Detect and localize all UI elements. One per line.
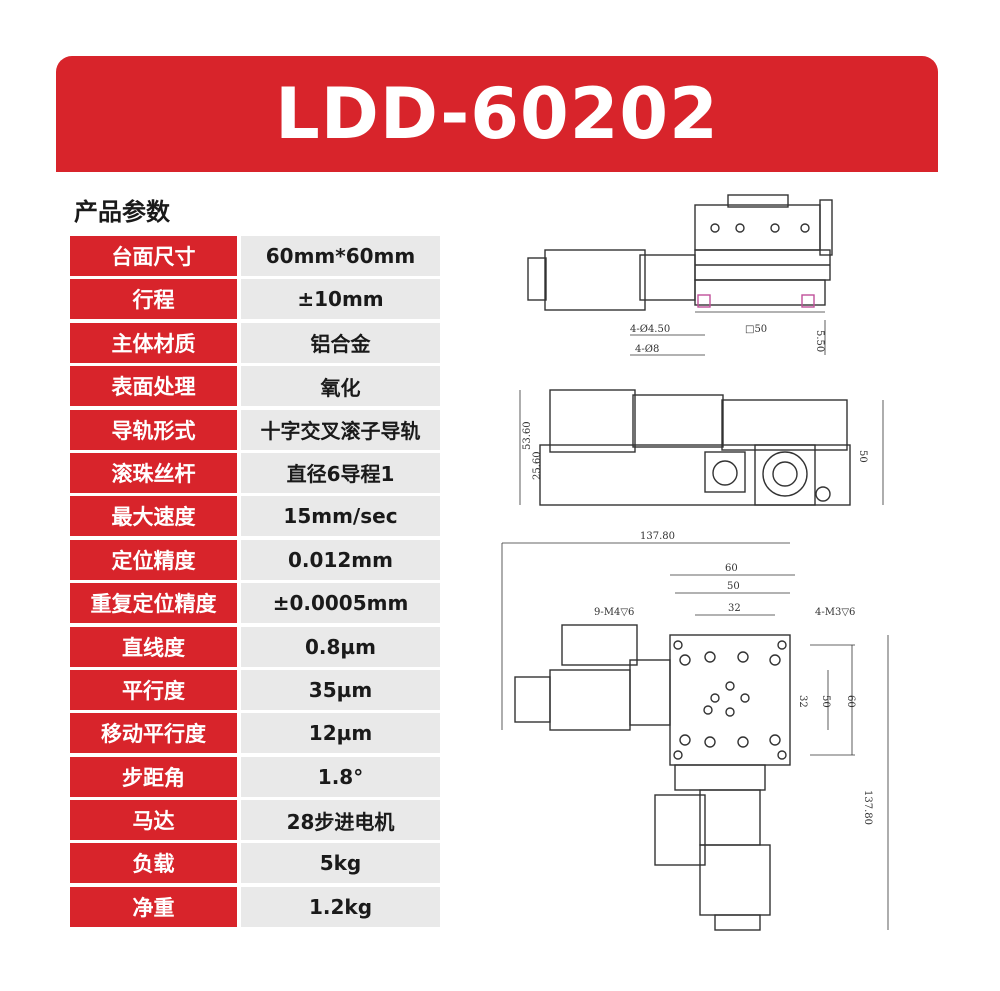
spec-label: 行程 bbox=[70, 279, 237, 320]
dim-vertical-137: 137.80 bbox=[862, 790, 873, 825]
dim-square-50: □50 bbox=[745, 324, 767, 335]
spec-label: 马达 bbox=[70, 800, 237, 841]
spec-label: 平行度 bbox=[70, 669, 237, 710]
dim-thread-4: 4-M3▽6 bbox=[815, 607, 855, 618]
dim-vertical-50: 50 bbox=[820, 695, 831, 708]
spec-value: 60mm*60mm bbox=[241, 236, 440, 276]
spec-label: 定位精度 bbox=[70, 539, 237, 580]
dim-height-25: 25.60 bbox=[532, 451, 543, 480]
spec-label: 净重 bbox=[70, 886, 237, 927]
technical-drawing: 4-Ø4.50 □50 4-Ø8 5.50 53.60 25.60 50 137… bbox=[490, 190, 970, 950]
spec-value: 十字交叉滚子导轨 bbox=[241, 409, 440, 450]
spec-label: 滚珠丝杆 bbox=[70, 452, 237, 493]
spec-row: 行程±10mm bbox=[70, 279, 440, 320]
spec-value: 35µm bbox=[241, 669, 440, 710]
spec-row: 主体材质铝合金 bbox=[70, 322, 440, 363]
spec-value: 0.8µm bbox=[241, 626, 440, 667]
spec-label: 负载 bbox=[70, 843, 237, 884]
dim-width-137: 137.80 bbox=[640, 531, 675, 542]
dim-thread-9: 9-M4▽6 bbox=[594, 607, 634, 618]
dimension-labels: 4-Ø4.50 □50 4-Ø8 5.50 53.60 25.60 50 137… bbox=[522, 324, 873, 825]
dim-height-53: 53.60 bbox=[522, 421, 533, 450]
spec-value: 15mm/sec bbox=[241, 496, 440, 537]
spec-label: 移动平行度 bbox=[70, 713, 237, 754]
spec-value: 氧化 bbox=[241, 366, 440, 407]
spec-value: 1.8° bbox=[241, 756, 440, 797]
spec-label: 表面处理 bbox=[70, 366, 237, 407]
spec-label: 导轨形式 bbox=[70, 409, 237, 450]
dim-vertical-60: 60 bbox=[845, 695, 856, 708]
dim-width-60: 60 bbox=[725, 563, 738, 574]
spec-label: 主体材质 bbox=[70, 322, 237, 363]
spec-value: 12µm bbox=[241, 713, 440, 754]
spec-value: 28步进电机 bbox=[241, 800, 440, 841]
product-model-title: LDD-60202 bbox=[275, 73, 719, 155]
spec-value: 5kg bbox=[241, 843, 440, 884]
spec-label: 最大速度 bbox=[70, 496, 237, 537]
section-title: 产品参数 bbox=[74, 198, 170, 226]
dim-holes-b: 4-Ø8 bbox=[635, 344, 659, 355]
dim-width-32: 32 bbox=[728, 603, 741, 614]
spec-value: 0.012mm bbox=[241, 539, 440, 580]
spec-label: 直线度 bbox=[70, 626, 237, 667]
side-view-top bbox=[527, 194, 833, 356]
spec-row: 表面处理氧化 bbox=[70, 366, 440, 407]
spec-row: 重复定位精度±0.0005mm bbox=[70, 583, 440, 624]
spec-row: 导轨形式十字交叉滚子导轨 bbox=[70, 409, 440, 450]
title-banner: LDD-60202 bbox=[56, 56, 938, 172]
dim-vertical-32: 32 bbox=[797, 695, 808, 708]
drawing-svg: 4-Ø4.50 □50 4-Ø8 5.50 53.60 25.60 50 137… bbox=[501, 194, 889, 931]
spec-value: ±10mm bbox=[241, 279, 440, 320]
spec-value: 1.2kg bbox=[241, 886, 440, 927]
dim-height-50: 50 bbox=[857, 450, 868, 463]
spec-label: 重复定位精度 bbox=[70, 583, 237, 624]
dim-depth: 5.50 bbox=[814, 330, 825, 352]
spec-label: 步距角 bbox=[70, 756, 237, 797]
spec-value: 铝合金 bbox=[241, 322, 440, 363]
spec-label: 台面尺寸 bbox=[70, 236, 237, 276]
plan-view-bottom bbox=[501, 542, 889, 931]
dim-holes-a: 4-Ø4.50 bbox=[630, 324, 670, 335]
spec-row: 滚珠丝杆直径6导程1 bbox=[70, 452, 440, 493]
dim-width-50: 50 bbox=[727, 581, 740, 592]
spec-value: ±0.0005mm bbox=[241, 583, 440, 624]
spec-value: 直径6导程1 bbox=[241, 452, 440, 493]
side-view-middle bbox=[519, 389, 884, 506]
